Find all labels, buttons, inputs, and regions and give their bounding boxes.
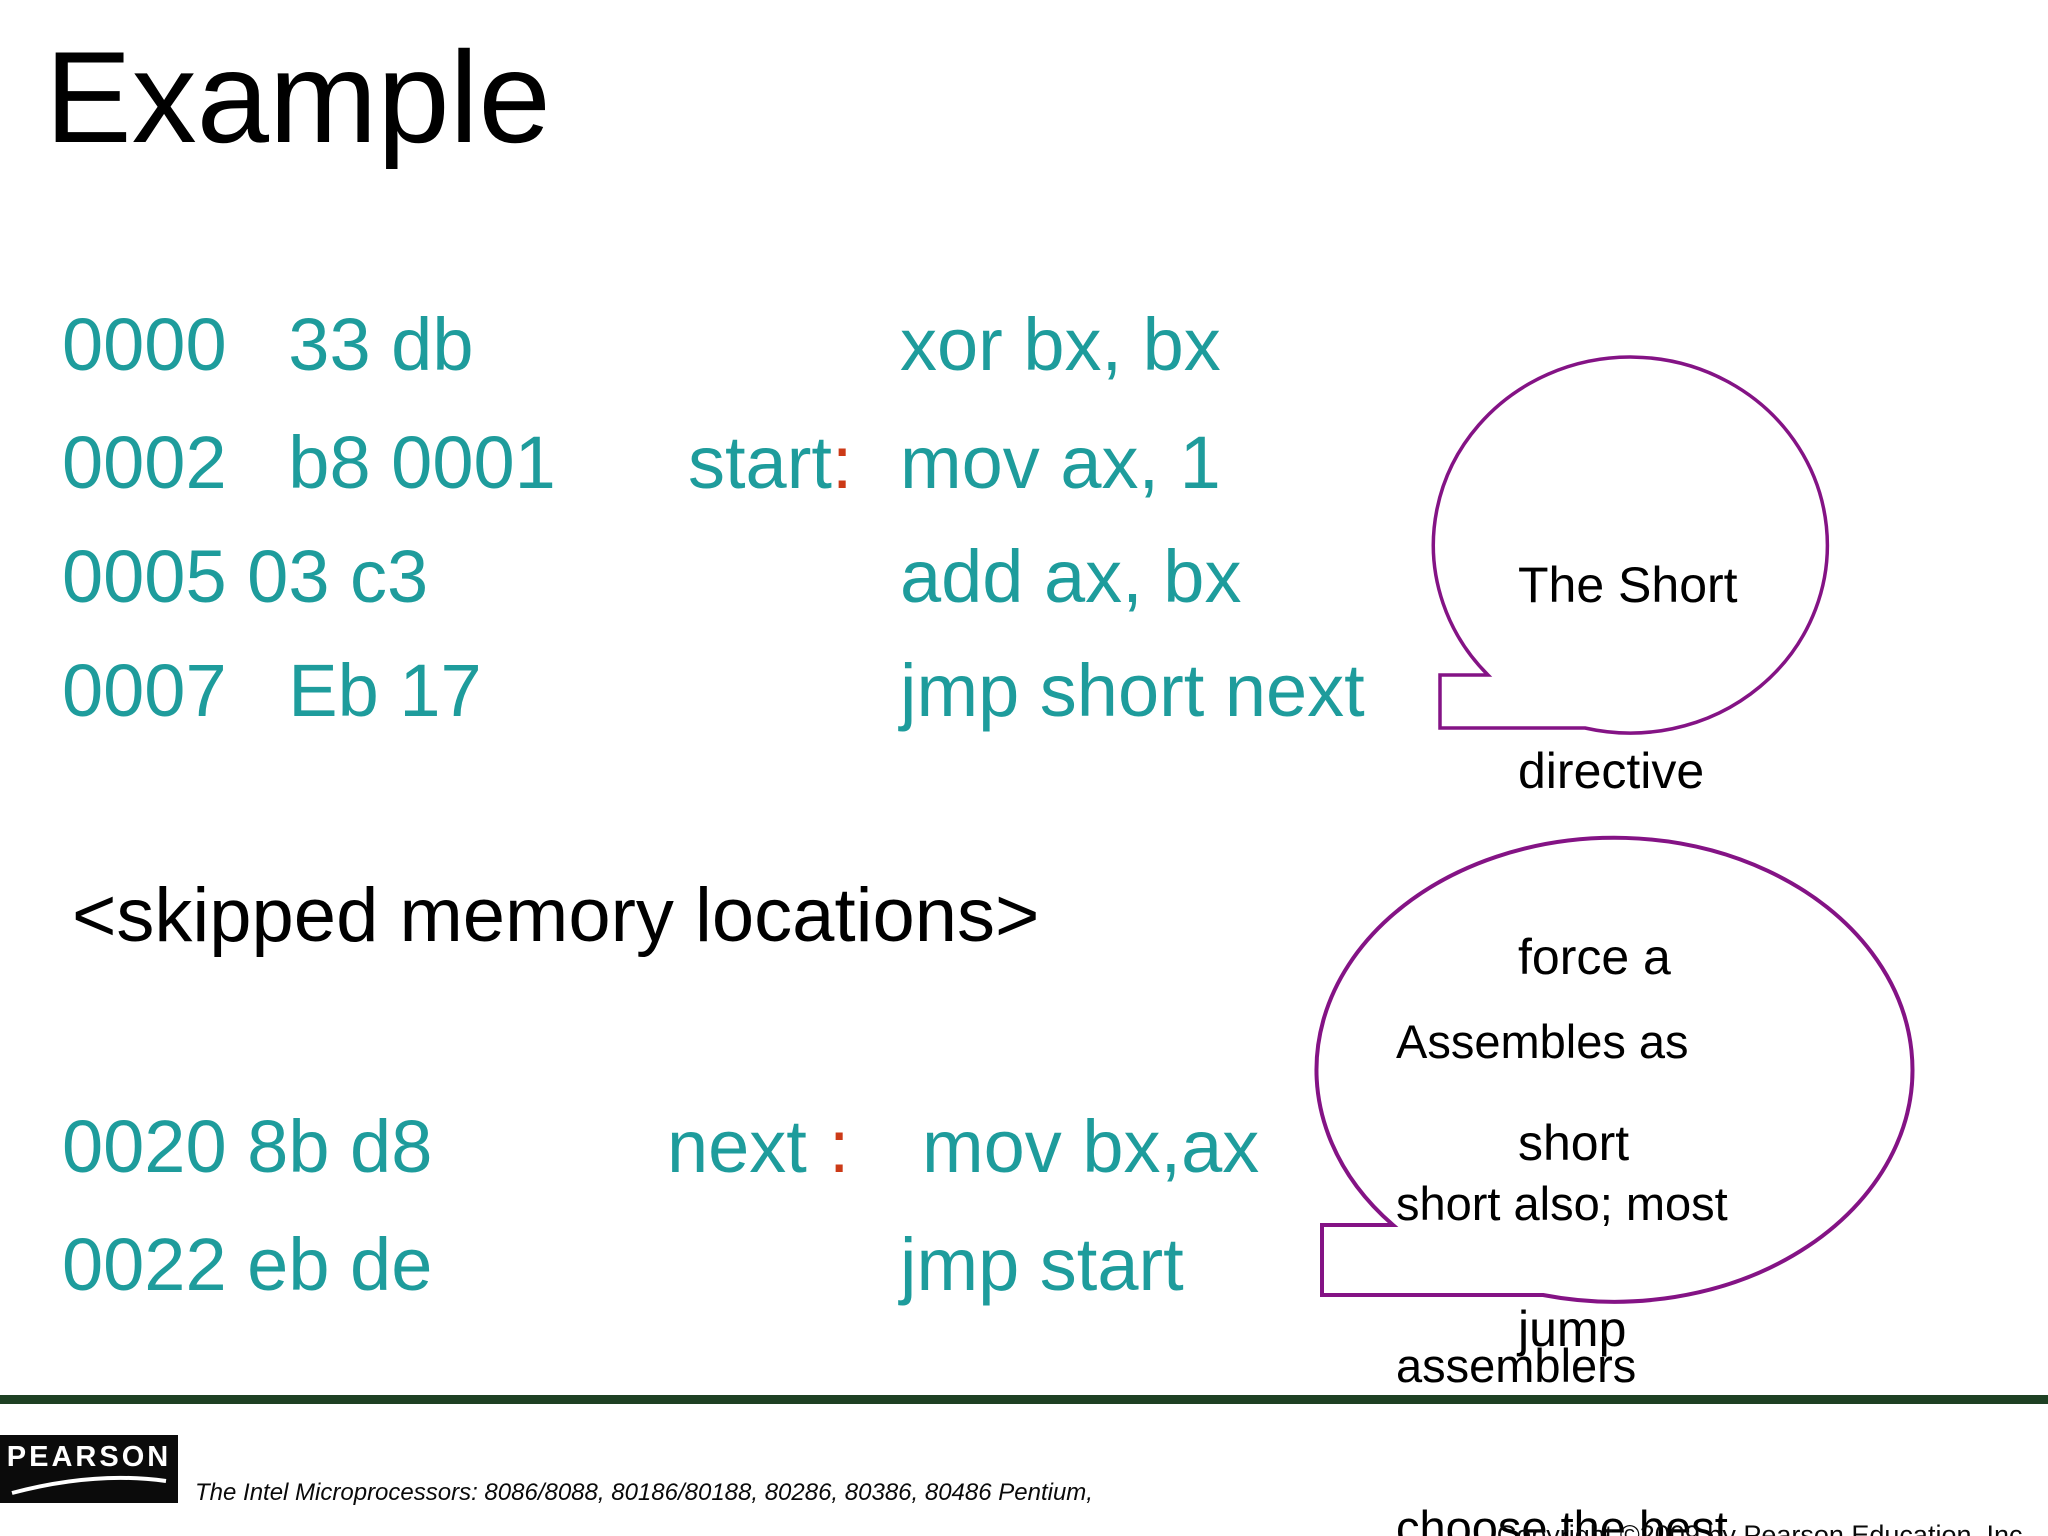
label-next: next	[667, 1105, 807, 1188]
footer-divider-line	[0, 1395, 2048, 1404]
bubble-1-line: directive	[1518, 743, 1705, 799]
pearson-logo: PEARSON	[0, 1435, 178, 1503]
copyright-notice: Copyright ©2009 by Pearson Education, In…	[1311, 1448, 2030, 1536]
label-start-colon: :	[831, 421, 853, 504]
skipped-memory-note: <skipped memory locations>	[72, 873, 1040, 958]
code-line-3-instruction: add ax, bx	[900, 535, 1242, 618]
label-next-colon: :	[828, 1105, 850, 1188]
speech-bubble-2-outline	[1314, 835, 1915, 1304]
code-line-3-address: 0005 03 c3	[62, 535, 429, 618]
code-line-4-instruction: jmp short next	[900, 649, 1365, 732]
bubble-1-line: jump	[1518, 1301, 1627, 1357]
bubble-2-line: choose the best	[1396, 1501, 1728, 1536]
code-line-2-address: 0002 b8 0001	[62, 421, 556, 504]
speech-bubble-1-outline	[1431, 355, 1830, 735]
code-line-5-instruction: mov bx,ax	[922, 1105, 1260, 1188]
pearson-logo-text: PEARSON	[6, 1441, 172, 1473]
pearson-logo-swoosh-icon	[11, 1475, 167, 1495]
slide-title: Example	[45, 24, 551, 170]
bubble-2-line: assemblers	[1396, 1339, 1637, 1392]
copyright-line-1: Copyright ©2009 by Pearson Education, In…	[1496, 1520, 2030, 1536]
speech-bubble-2-text: Assembles as short also; most assemblers…	[1396, 907, 1762, 1536]
bubble-1-line: The Short	[1518, 557, 1738, 613]
code-line-2-instruction: mov ax, 1	[900, 421, 1221, 504]
speech-bubble-1-text: The Short directive force a short jump	[1518, 430, 1738, 1484]
label-start: start	[688, 421, 832, 504]
book-citation: The Intel Microprocessors: 8086/8088, 80…	[195, 1410, 1093, 1536]
bubble-2-line: short also; most	[1396, 1177, 1728, 1230]
book-citation-line: The Intel Microprocessors: 8086/8088, 80…	[195, 1479, 1093, 1506]
bubble-1-line: force a	[1518, 929, 1671, 985]
bubble-2-line: Assembles as	[1396, 1015, 1689, 1068]
code-line-2-label: start:	[688, 426, 852, 500]
code-line-5-label: next:	[667, 1110, 849, 1184]
code-line-6-address: 0022 eb de	[62, 1223, 433, 1306]
code-line-4-address: 0007 Eb 17	[62, 649, 482, 732]
code-line-5-address: 0020 8b d8	[62, 1105, 433, 1188]
code-line-1-address: 0000 33 db	[62, 303, 474, 386]
code-line-6-instruction: jmp start	[900, 1223, 1184, 1306]
code-line-1-instruction: xor bx, bx	[900, 303, 1221, 386]
bubble-1-line: short	[1518, 1115, 1630, 1171]
